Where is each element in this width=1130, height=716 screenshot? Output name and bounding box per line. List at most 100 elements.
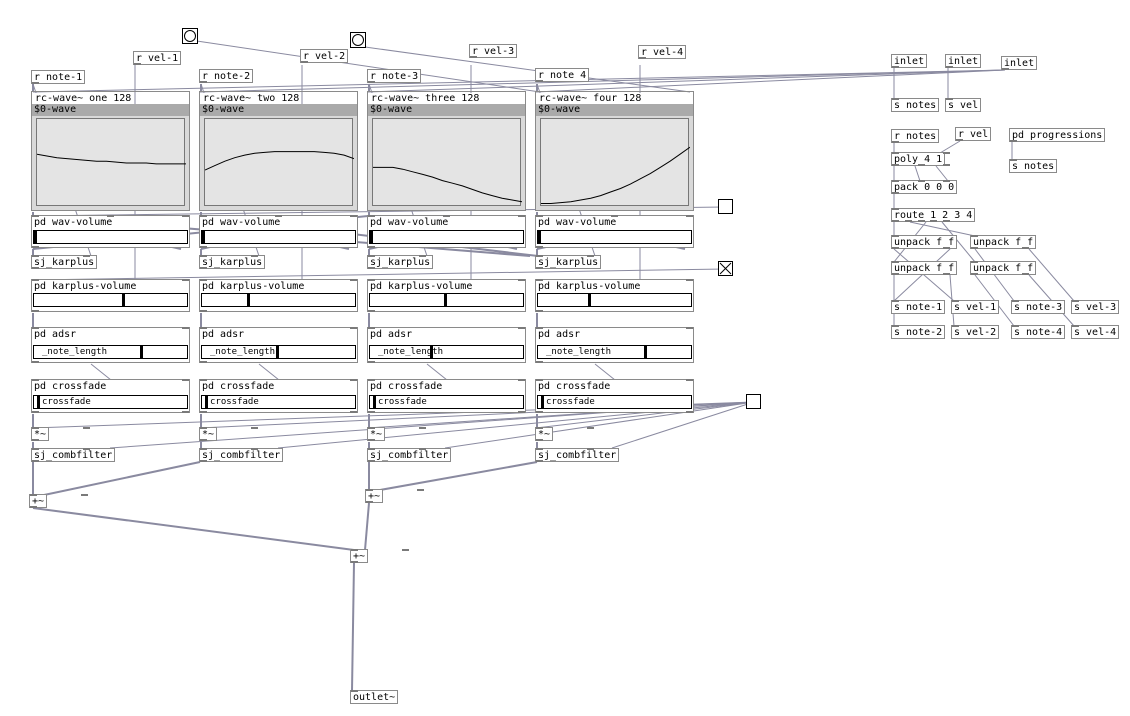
slider-knob[interactable] [430,346,434,358]
wave-plot[interactable] [204,118,355,206]
crossfade-slider-1[interactable]: crossfade [33,395,188,409]
inlet-port[interactable] [943,152,950,154]
note-length-slider-4[interactable]: _note_length [537,345,692,359]
inlet-port[interactable] [81,494,88,496]
inlet-2[interactable]: inlet [945,54,982,68]
inlet-port[interactable] [536,379,543,381]
inlet-port[interactable] [182,327,189,329]
inlet-port[interactable] [350,279,357,281]
outlet-port[interactable] [536,460,543,462]
send-note-1[interactable]: s note-1 [891,300,946,314]
outlet-port[interactable] [904,220,912,222]
inlet-port[interactable] [536,448,543,450]
receive-vel[interactable]: r vel [955,127,992,141]
slider-knob[interactable] [373,396,377,408]
outlet-port[interactable] [956,139,963,141]
inlet-port[interactable] [368,255,375,257]
inlet-port[interactable] [251,427,258,429]
inlet-port[interactable] [952,300,959,302]
outlet-port[interactable] [518,411,525,413]
outlet-port[interactable] [536,80,543,82]
inlet-port[interactable] [350,215,357,217]
toggle-3[interactable] [746,394,761,409]
inlet-port[interactable] [32,279,39,281]
receive-note-4[interactable]: r note 4 [535,68,590,82]
receive-vel-3[interactable]: r vel-3 [469,44,518,58]
outlet-port[interactable] [200,81,207,83]
receive-note-3[interactable]: r note-3 [367,69,422,83]
outlet-port[interactable] [368,460,375,462]
receive-vel-1[interactable]: r vel-1 [133,51,182,65]
outlet-port[interactable] [971,247,978,249]
crossfade-slider-3[interactable]: crossfade [369,395,524,409]
wave-plot[interactable] [540,118,691,206]
outlet-port[interactable] [200,460,207,462]
wav-volume-slider-3[interactable] [369,230,524,244]
outlet-port[interactable] [892,273,899,275]
outlet-port[interactable] [200,310,207,312]
inlet-port[interactable] [518,379,525,381]
receive-note-1[interactable]: r note-1 [31,70,86,84]
outlet-port[interactable] [686,411,693,413]
inlet-port[interactable] [1072,325,1079,327]
slider-knob[interactable] [275,346,279,358]
outlet-port[interactable] [639,57,646,59]
inlet-port[interactable] [419,427,426,429]
inlet-port[interactable] [182,379,189,381]
inlet-port[interactable] [611,215,618,217]
outlet-port[interactable] [892,220,899,222]
inlet-port[interactable] [892,235,899,237]
combfilter-1[interactable]: sj_combfilter [31,448,116,462]
inlet-port[interactable] [368,427,375,429]
slider-knob[interactable] [205,396,209,408]
inlet-port[interactable] [32,427,39,429]
slider-knob[interactable] [538,231,541,243]
inlet-port[interactable] [1012,300,1019,302]
send-vel-3[interactable]: s vel-3 [1071,300,1120,314]
inlet-port[interactable] [83,255,90,257]
inlet-port[interactable] [368,327,375,329]
outlet-port[interactable] [350,411,357,413]
karplus-3[interactable]: sj_karplus [367,255,434,269]
inlet-port[interactable] [251,255,258,257]
outlet-port[interactable] [30,506,37,508]
inlet-port[interactable] [351,549,358,551]
outlet-port[interactable] [1002,68,1009,70]
multiply-2[interactable]: *~ [199,427,258,441]
inlet-port[interactable] [587,255,594,257]
outlet-port[interactable] [32,267,39,269]
outlet-port[interactable] [32,246,39,248]
slider-knob[interactable] [121,294,125,306]
outlet-port[interactable] [32,411,39,413]
receive-vel-4[interactable]: r vel-4 [638,45,687,59]
inlet-port[interactable] [587,448,594,450]
unpack-4[interactable]: unpack f f [970,261,1037,275]
inlet-port[interactable] [368,379,375,381]
combfilter-3[interactable]: sj_combfilter [367,448,452,462]
outlet[interactable]: outlet~ [350,690,399,704]
inlet-1[interactable]: inlet [891,54,928,68]
outlet-port[interactable] [1022,247,1029,249]
outlet-port[interactable] [1022,273,1029,275]
inlet-port[interactable] [182,279,189,281]
pack[interactable]: pack 0 0 0 [891,180,958,194]
inlet-port[interactable] [1072,300,1079,302]
inlet-port[interactable] [32,379,39,381]
inlet-port[interactable] [402,549,409,551]
inlet-port[interactable] [892,300,899,302]
inlet-port[interactable] [518,327,525,329]
outlet-port[interactable] [470,56,477,58]
inlet-port[interactable] [917,180,925,182]
add-1[interactable]: +~ [29,494,88,508]
inlet-port[interactable] [366,489,373,491]
slider-knob[interactable] [443,294,447,306]
add-2[interactable]: +~ [365,489,424,503]
outlet-port[interactable] [536,310,543,312]
karplus-volume-slider-3[interactable] [369,293,524,307]
inlet-port[interactable] [275,215,282,217]
karplus-volume-slider-2[interactable] [201,293,356,307]
outlet-port[interactable] [943,247,950,249]
outlet-port[interactable] [930,220,938,222]
receive-note-2[interactable]: r note-2 [199,69,254,83]
outlet-port[interactable] [536,267,543,269]
